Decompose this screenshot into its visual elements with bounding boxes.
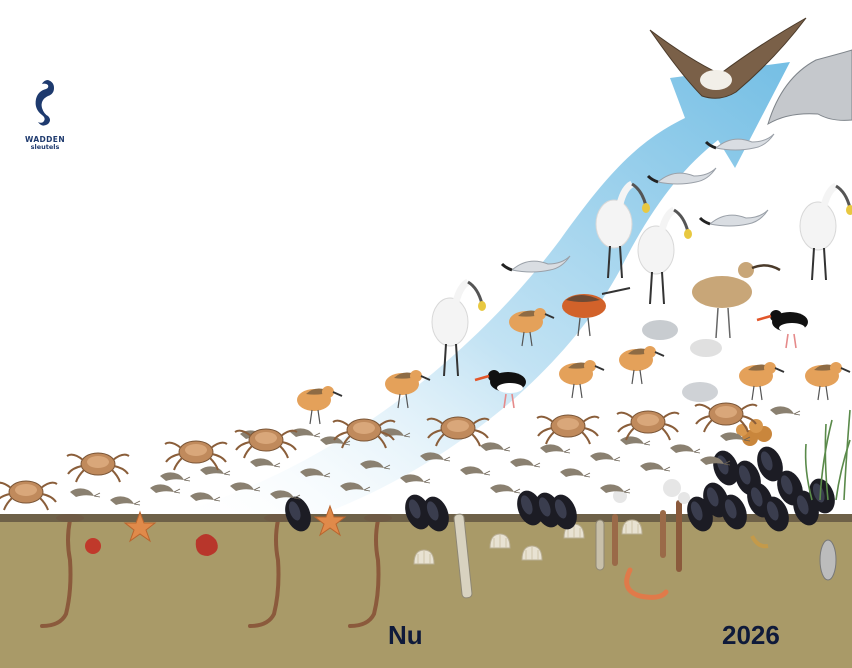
bryozoan bbox=[736, 419, 772, 446]
label-future: 2026 bbox=[722, 620, 780, 651]
label-now: Nu bbox=[388, 620, 423, 651]
sandpipers bbox=[642, 320, 722, 402]
seahorse-icon bbox=[32, 78, 58, 128]
logo-subtitle: sleutels bbox=[22, 143, 68, 151]
curlew bbox=[692, 262, 780, 338]
peregrine-falcon bbox=[768, 50, 852, 124]
wadden-sleutels-logo: WADDEN sleutels bbox=[22, 78, 68, 151]
